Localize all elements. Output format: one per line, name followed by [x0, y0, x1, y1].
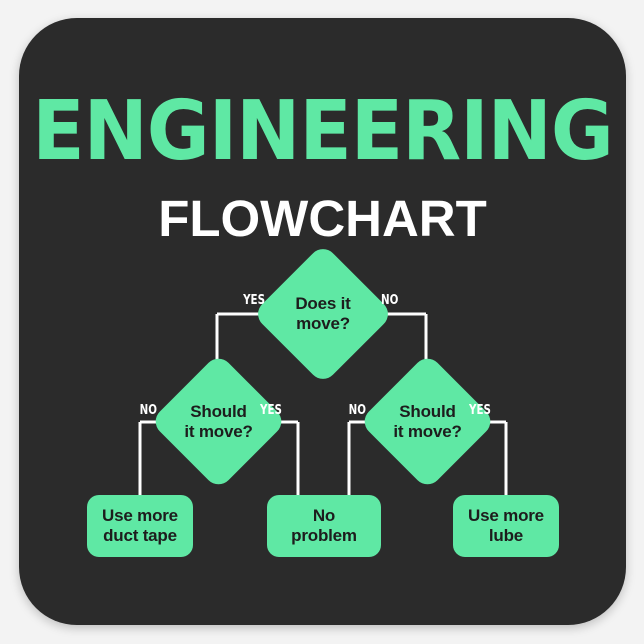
node-outcome-no-problem[interactable]: No problem: [267, 495, 381, 557]
node-right-decision[interactable]: Should it move?: [358, 352, 497, 491]
edge-label-right-yes: Yes: [469, 397, 491, 419]
flowchart: Does it move? Should it move? Should it …: [19, 18, 626, 625]
edge-label-left-yes: Yes: [260, 397, 282, 419]
edge-label-root-yes: Yes: [243, 287, 265, 309]
page-title: ENGINEERING: [32, 84, 614, 179]
node-left-decision[interactable]: Should it move?: [149, 352, 288, 491]
edge-label-right-no: No: [348, 397, 366, 419]
edge-label-root-no: No: [381, 287, 399, 309]
page-subtitle: FLOWCHART: [158, 190, 487, 247]
node-outcome-duct-tape[interactable]: Use more duct tape: [87, 495, 193, 557]
node-root-decision[interactable]: Does it move?: [252, 243, 394, 385]
node-right-decision-label: Should it move?: [393, 401, 462, 441]
node-outcome-lube[interactable]: Use more lube: [453, 495, 559, 557]
node-left-decision-label: Should it move?: [184, 401, 253, 441]
sticker-body: ENGINEERING FLOWCHART: [19, 18, 626, 625]
node-root-decision-label: Does it move?: [295, 294, 351, 333]
edge-label-left-no: No: [139, 397, 157, 419]
